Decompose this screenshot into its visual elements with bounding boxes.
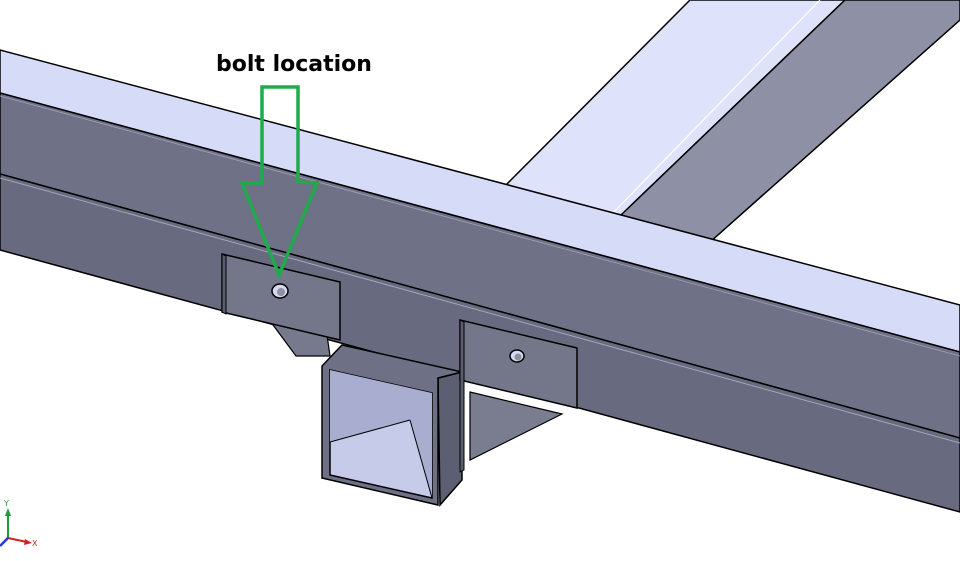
tube-side-face [437,371,463,507]
square-tube [321,344,463,507]
tube-inner-shadow [330,370,432,498]
cross-beam-side-face [618,0,960,243]
main-beam-upper-side [0,92,960,439]
bolt-location-label: bolt location [216,52,372,77]
right-gusset [469,391,564,461]
right-mounting-plate [459,319,578,473]
main-beam-top-face [0,49,960,353]
x-axis-head [24,539,32,545]
x-axis-line [7,537,28,543]
x-axis-label: X [32,539,38,548]
y-axis-label: Y [3,499,9,508]
callout-arrow [239,85,320,280]
y-axis-head [5,508,11,516]
axis-triad: Y X [0,499,38,548]
z-axis-line [0,537,9,547]
left-mounting-plate [221,253,341,341]
